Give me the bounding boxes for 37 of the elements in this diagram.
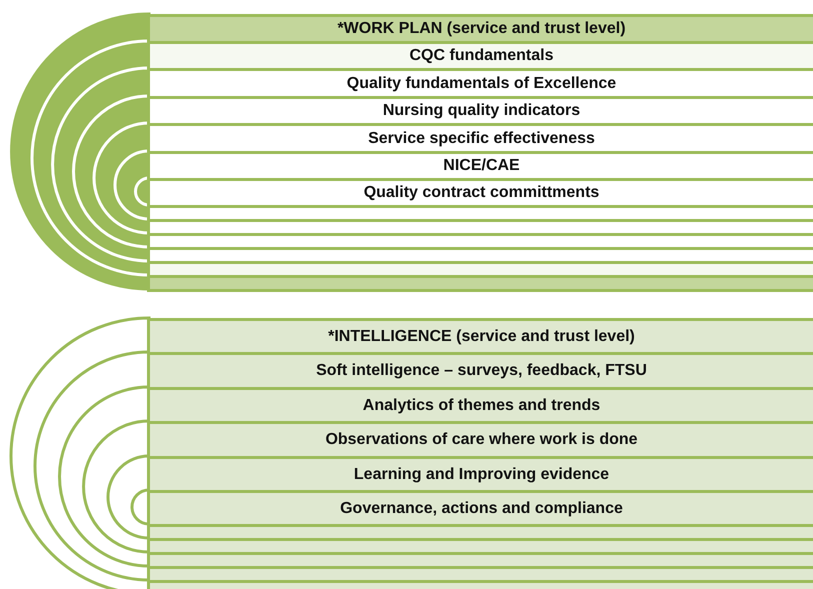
empty-band: [147, 566, 813, 580]
empty-band: [147, 219, 813, 233]
list-band: [147, 456, 813, 490]
empty-band: [147, 247, 813, 261]
empty-band: [147, 261, 813, 275]
list-band: [147, 151, 813, 178]
list-band: [147, 490, 813, 524]
empty-band: [147, 580, 813, 589]
band-label: NICE/CAE: [443, 157, 520, 175]
band-label: Soft intelligence – surveys, feedback, FTSU: [316, 362, 647, 380]
empty-band: [147, 275, 813, 292]
list-band: [147, 41, 813, 68]
list-band: [147, 14, 813, 41]
band-label: Nursing quality indicators: [382, 102, 580, 120]
empty-band: [147, 233, 813, 247]
band-label: Governance, actions and compliance: [340, 500, 623, 518]
list-band: [147, 421, 813, 456]
band-label: CQC fundamentals: [409, 47, 554, 65]
empty-band: [147, 524, 813, 538]
empty-band: [147, 538, 813, 552]
empty-band: [147, 552, 813, 566]
band-label: *WORK PLAN (service and trust level): [337, 20, 626, 38]
list-band: [147, 387, 813, 421]
list-band: [147, 123, 813, 151]
list-band: [147, 352, 813, 387]
band-label: Analytics of themes and trends: [362, 396, 600, 414]
empty-band: [147, 205, 813, 219]
band-label: *INTELLIGENCE (service and trust level): [328, 328, 635, 346]
list-band: [147, 68, 813, 96]
list-band: [147, 318, 813, 352]
list-band: [147, 96, 813, 123]
list-band: [147, 178, 813, 205]
band-label: Learning and Improving evidence: [354, 466, 610, 484]
band-label: Observations of care where work is done: [325, 431, 638, 449]
band-label: Service specific effectiveness: [368, 130, 595, 148]
band-label: Quality fundamentals of Excellence: [346, 74, 616, 92]
band-label: Quality contract committments: [364, 184, 600, 202]
